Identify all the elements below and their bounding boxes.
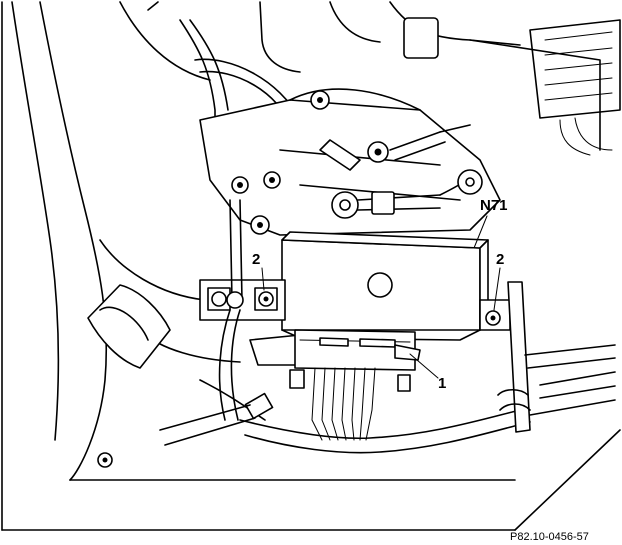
nut-left-middle [263, 171, 281, 189]
control-module-n71 [281, 231, 489, 341]
nut-upper-right [367, 141, 389, 163]
wire-harness [199, 367, 531, 454]
mounting-nuts [231, 90, 389, 235]
nut-left-lower [250, 215, 270, 235]
ring-terminals [319, 124, 483, 219]
label-n71: N71 [480, 197, 508, 214]
plug-connector [249, 329, 421, 392]
lower-right-rails [524, 344, 616, 416]
top-right-connector-bank [469, 19, 621, 156]
module-mounting-hole [367, 272, 393, 298]
left-body-panel [11, 1, 516, 481]
label-callout-2-right: 2 [496, 251, 504, 268]
inline-connector [159, 392, 274, 446]
bottom-left-fastener [97, 452, 113, 468]
ground-lead [218, 199, 244, 421]
nut-left-upper [231, 176, 249, 194]
cable-tie [497, 281, 531, 433]
label-callout-1: 1 [438, 375, 446, 392]
nut-top [310, 90, 330, 110]
wire-clip-top [403, 17, 439, 59]
label-callout-2-left: 2 [252, 251, 260, 268]
rubber-grommet [87, 284, 171, 369]
illustration-frame [1, 1, 621, 531]
callout-leaders [261, 215, 501, 379]
figure-caption: P82.10-0456-57 [510, 531, 589, 543]
